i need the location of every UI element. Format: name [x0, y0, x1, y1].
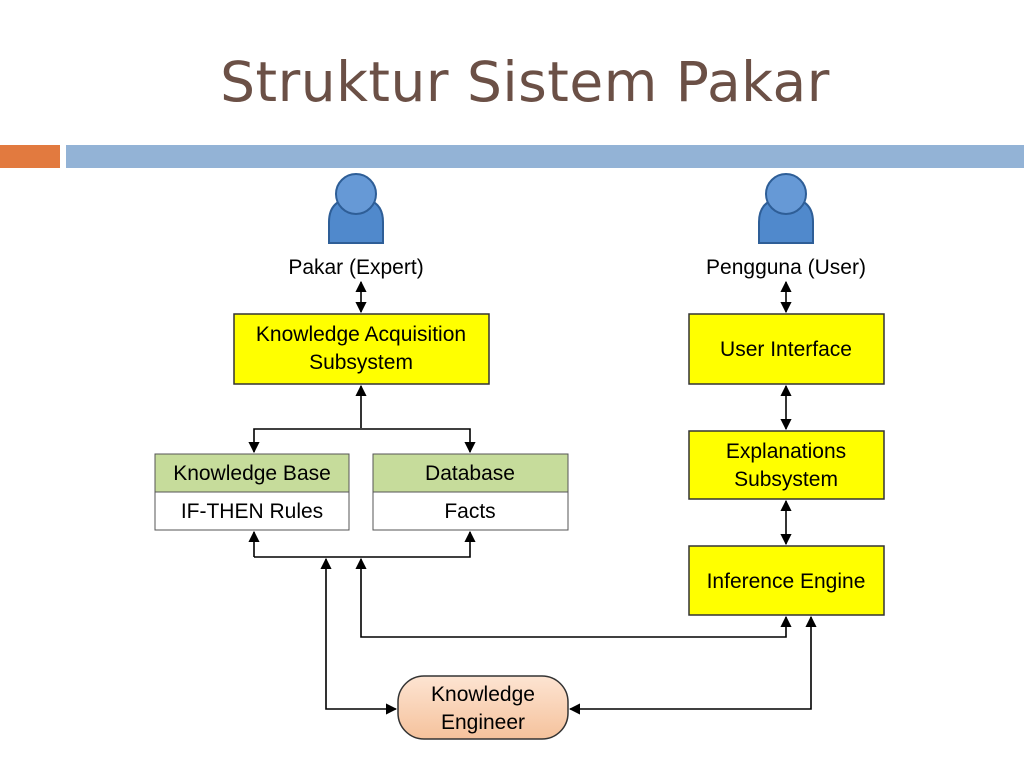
knowledge-engineer-box: Knowledge Engineer — [397, 675, 569, 740]
accent-bar-blue — [66, 145, 1024, 168]
database-body: Facts — [444, 500, 495, 523]
slide-title: Struktur Sistem Pakar — [220, 50, 830, 114]
inference-engine-box: Inference Engine — [688, 545, 885, 616]
expert-label: Pakar (Expert) — [288, 256, 423, 279]
split-to-database-arrow — [361, 428, 476, 454]
explanations-line1: Explanations — [726, 440, 846, 463]
knowledge-acquisition-line2: Subsystem — [309, 351, 413, 374]
knowledge-acquisition-line1: Knowledge Acquisition — [256, 323, 466, 346]
engineer-to-stores-arrow — [320, 557, 398, 715]
user-person-icon — [758, 173, 814, 244]
expert-person-icon — [328, 173, 384, 244]
inference-engine-label: Inference Engine — [707, 570, 866, 593]
bottom-to-database-arrow — [254, 530, 476, 558]
explanations-box: Explanations Subsystem — [688, 430, 885, 500]
knowledge-engineer-line1: Knowledge — [431, 683, 535, 706]
split-to-knowledge-base-arrow — [248, 428, 361, 454]
knowledge-acquisition-box: Knowledge Acquisition Subsystem — [233, 313, 490, 385]
user-label: Pengguna (User) — [706, 256, 866, 279]
accent-bar-orange — [0, 145, 60, 168]
knowledge-engineer-line2: Engineer — [441, 711, 525, 734]
database-box: Database Facts — [372, 453, 569, 531]
knowledge-base-header: Knowledge Base — [173, 462, 331, 485]
knowledge-base-body: IF-THEN Rules — [181, 500, 323, 523]
database-header: Database — [425, 462, 515, 485]
engineer-to-inference-arrow — [568, 615, 817, 715]
user-interface-label: User Interface — [720, 338, 852, 361]
explanations-line2: Subsystem — [734, 468, 838, 491]
user-interface-box: User Interface — [688, 313, 885, 385]
knowledge-base-box: Knowledge Base IF-THEN Rules — [154, 453, 350, 531]
